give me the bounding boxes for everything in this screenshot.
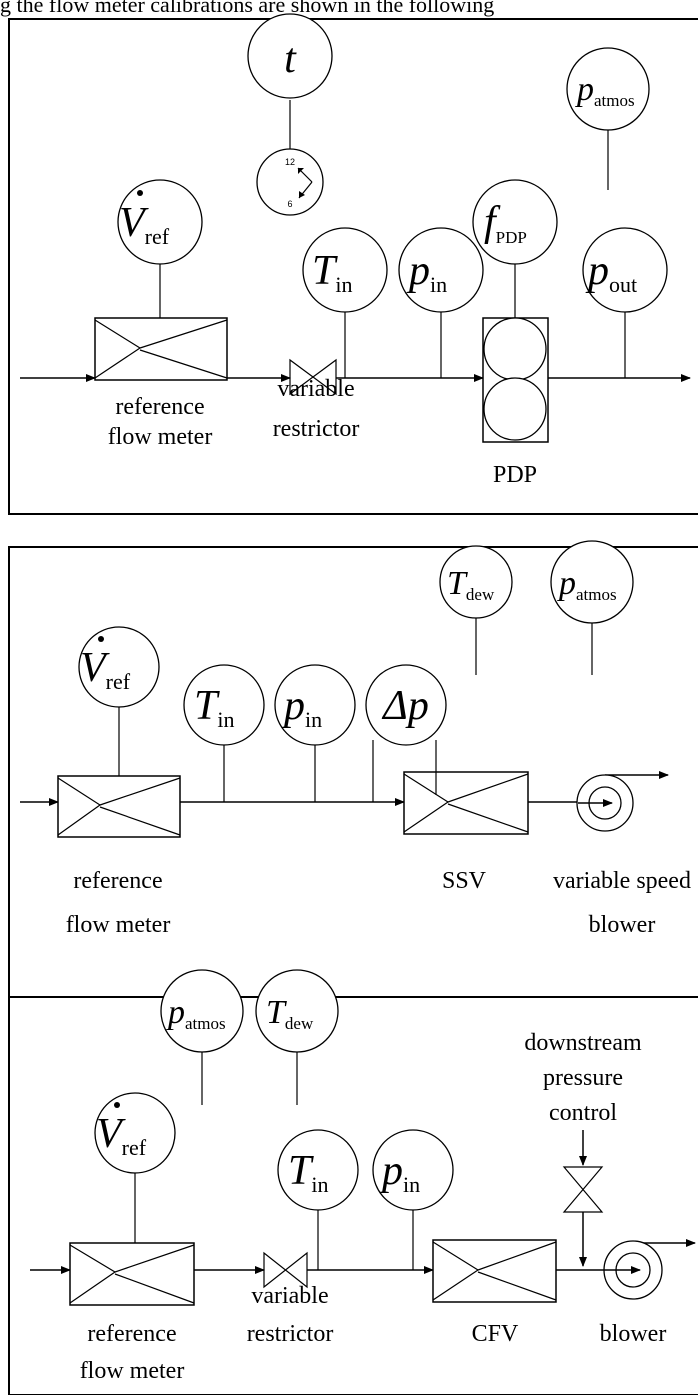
restrictor-label-2: restrictor: [273, 416, 360, 442]
restrictor-label-1: variable: [277, 376, 354, 402]
svg-text:Tin: Tin: [288, 1148, 328, 1197]
panel-a-frame: [8, 18, 698, 515]
svg-text:Vref: Vref: [96, 1111, 147, 1160]
svg-text:patmos: patmos: [557, 565, 617, 604]
tin-instrument-a: Tin: [302, 227, 388, 313]
blower: [590, 1240, 663, 1300]
ref-meter-label-1: reference: [115, 394, 204, 420]
blower-label-b-2: blower: [589, 912, 656, 938]
patmos-instrument-b: patmos: [550, 540, 634, 624]
tin-instrument-c: Tin: [277, 1129, 359, 1211]
svg-text:pout: pout: [585, 248, 637, 297]
svg-text:pin: pin: [379, 1148, 420, 1197]
pin-instrument-c: pin: [372, 1129, 454, 1211]
vref-instrument-b: Vref: [78, 626, 160, 708]
vref-instrument-a: Vref: [117, 179, 203, 265]
svg-text:Δp: Δp: [381, 683, 429, 729]
clock-icon: 12 6: [256, 148, 324, 216]
patmos-instrument-a: patmos: [566, 47, 650, 131]
svg-text:patmos: patmos: [166, 994, 226, 1033]
ref-meter-label-c-2: flow meter: [80, 1358, 185, 1384]
blower-label-b-1: variable speed: [553, 868, 691, 894]
svg-text:12: 12: [285, 157, 295, 167]
blower-label-c: blower: [600, 1321, 667, 1347]
tdew-instrument-c: Tdew: [255, 969, 339, 1053]
dp-instrument: Δp: [365, 664, 447, 746]
time-instrument: t: [247, 13, 333, 99]
downstream-label-1: downstream: [524, 1030, 642, 1056]
panel-ssv: reference flow meter SSV variable speed …: [8, 540, 698, 998]
svg-text:t: t: [284, 36, 297, 82]
ref-meter-label-b-1: reference: [73, 868, 162, 894]
pin-instrument-b: pin: [274, 664, 356, 746]
reference-flow-meter: [94, 317, 228, 381]
pout-instrument: pout: [582, 227, 668, 313]
pin-instrument-a: pin: [398, 227, 484, 313]
svg-text:patmos: patmos: [575, 71, 635, 110]
svg-text:6: 6: [287, 199, 292, 209]
svg-text:pin: pin: [406, 248, 447, 297]
svg-text:Vref: Vref: [119, 200, 170, 249]
svg-text:Tdew: Tdew: [447, 565, 495, 604]
svg-text:Vref: Vref: [80, 645, 131, 694]
downstream-control-valve: [562, 1166, 604, 1213]
ssv-label: SSV: [442, 868, 487, 894]
svg-text:Tin: Tin: [194, 683, 234, 732]
ref-meter-label-c-1: reference: [87, 1321, 176, 1347]
cfv-meter: [432, 1239, 557, 1303]
svg-text:Tdew: Tdew: [266, 994, 314, 1033]
tdew-instrument-b: Tdew: [439, 545, 513, 619]
downstream-label-3: control: [549, 1100, 617, 1126]
tin-instrument-b: Tin: [183, 664, 265, 746]
pdp-meter: [482, 317, 549, 443]
reference-flow-meter-c: [69, 1242, 195, 1306]
fpdp-instrument: fPDP: [472, 179, 558, 265]
vref-instrument-c: Vref: [94, 1092, 176, 1174]
panel-cfv: reference flow meter variable restrictor…: [8, 969, 698, 1395]
restrictor-label-c-1: variable: [251, 1283, 328, 1309]
ssv-meter: [403, 771, 529, 835]
ref-meter-label-2: flow meter: [108, 424, 213, 450]
svg-text:Tin: Tin: [312, 248, 352, 297]
ref-meter-label-b-2: flow meter: [66, 912, 171, 938]
cfv-label: CFV: [472, 1321, 519, 1347]
patmos-instrument-c: patmos: [160, 969, 244, 1053]
svg-text:pin: pin: [281, 683, 322, 732]
caption-text: g the flow meter calibrations are shown …: [0, 0, 494, 17]
restrictor-label-c-2: restrictor: [247, 1321, 334, 1347]
pdp-label: PDP: [493, 462, 537, 488]
reference-flow-meter-b: [57, 775, 181, 838]
panel-pdp: reference flow meter variable restrictor…: [8, 13, 698, 515]
variable-restrictor-valve: [289, 358, 337, 396]
downstream-label-2: pressure: [543, 1065, 623, 1091]
variable-speed-blower: [576, 774, 634, 832]
variable-restrictor-valve-c: [263, 1251, 308, 1289]
panel-c-frame: [8, 996, 698, 1395]
